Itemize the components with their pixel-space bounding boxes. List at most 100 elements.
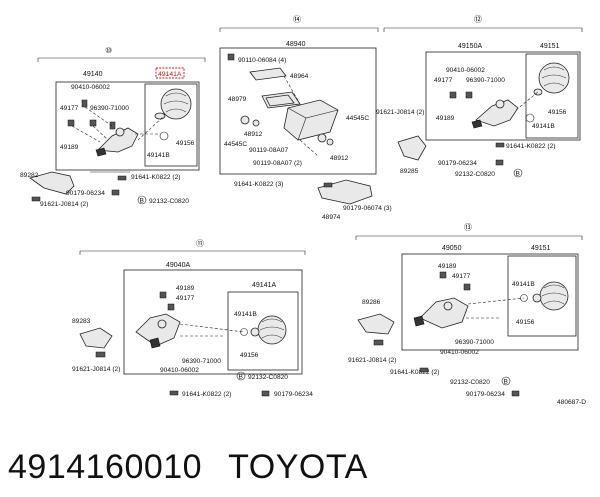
part-number-label: 89286 (362, 299, 381, 306)
group-10: ⑩ 49140 49141A 90410-06002 49177 96390-7… (20, 46, 206, 208)
part-number-label: 48964 (290, 73, 309, 80)
group-12-sub-part: 49151 (540, 43, 560, 50)
group-10-main-part: 49140 (83, 71, 103, 78)
part-number-label: 90410-06002 (446, 67, 485, 74)
group-13-bracket (357, 313, 395, 335)
group-12-bracket (397, 135, 427, 161)
part-number-label: 90410-06002 (160, 367, 199, 374)
group-12-number: ⑫ (474, 15, 482, 24)
group-14-number: ⑭ (293, 15, 301, 24)
part-number-label: 89282 (20, 172, 39, 179)
part-number-label: B (504, 379, 509, 386)
part-number-label: 96390-71000 (466, 77, 505, 84)
group-11-frame (123, 269, 303, 375)
part-number-label: 48979 (228, 96, 247, 103)
group-11-sub-part: 49141A (252, 282, 276, 289)
part-number-label: 91621-J0814 (2) (348, 357, 396, 364)
parts-diagram: ⑩ 49140 49141A 90410-06002 49177 96390-7… (20, 15, 586, 406)
brand-name: TOYOTA (228, 447, 368, 486)
group-13-frame (401, 253, 579, 351)
group-13-number: ⑬ (464, 223, 472, 232)
group-14-frame (219, 47, 377, 175)
group-13-main-part: 49050 (442, 245, 462, 252)
part-number-label: 49156 (176, 140, 195, 147)
part-number-label: 48974 (322, 214, 341, 221)
part-number-label: B (516, 171, 521, 178)
group-10-bracket (29, 171, 75, 195)
part-number-label: 49189 (176, 285, 195, 292)
part-number-label: 49156 (548, 109, 567, 116)
part-number: 4914160010 (8, 447, 203, 486)
group-11-bracket (79, 327, 113, 349)
part-number-label: 96390-71000 (90, 105, 129, 112)
part-number-label: 91641-K0822 (2) (131, 174, 181, 181)
part-number-label: 91641-K0822 (3) (234, 181, 284, 188)
part-number-label: 89283 (72, 318, 91, 325)
part-number-label: 92132-C0820 (455, 171, 495, 178)
group-10-frame (55, 81, 200, 171)
part-number-label: 92132-C0820 (450, 379, 490, 386)
part-number-label: 90119-08A07 (2) (253, 160, 302, 167)
part-number-label: B (140, 198, 145, 205)
group-12-main-part: 49150A (458, 43, 482, 50)
part-number-label: 49141B (234, 311, 257, 318)
group-11: ⑪ 49040A 49141A 49189 49177 49141B 49156… (72, 239, 313, 398)
part-number-label: 44545C (224, 141, 247, 148)
group-12: ⑫ 49150A 49151 90410-06002 49177 96390-7… (376, 15, 583, 178)
part-number-label: 49156 (240, 352, 259, 359)
part-number-label: 49141B (532, 123, 555, 130)
part-number-label: 48912 (330, 155, 349, 162)
part-number-label: 90410-06002 (440, 349, 479, 356)
part-number-label: 49189 (60, 144, 79, 151)
group-14: ⑭ 48940 90110-06084 (4) 48964 48979 4891… (219, 15, 392, 221)
part-number-label: 91641-K0822 (2) (182, 391, 232, 398)
part-number-label: 92132-C0820 (248, 374, 288, 381)
group-14-block (283, 99, 339, 141)
part-caption: 4914160010 TOYOTA (8, 444, 368, 490)
part-number-label: 49189 (438, 263, 457, 270)
group-12-accumulator-sphere (538, 62, 570, 94)
group-12-frame (425, 51, 581, 141)
part-number-label: 49177 (60, 105, 79, 112)
part-number-label: 49141B (147, 152, 170, 159)
part-number-label: 90410-06002 (71, 84, 110, 91)
group-10-number: ⑩ (105, 46, 112, 55)
group-14-cover (249, 67, 287, 81)
group-14-main-part: 48940 (286, 41, 306, 48)
group-11-callout-b (236, 371, 246, 381)
part-number-label: 49156 (516, 319, 535, 326)
part-number-label: 49189 (436, 115, 455, 122)
group-13-accumulator-sphere (539, 281, 569, 311)
part-number-label: 91621-J0814 (2) (376, 109, 424, 116)
group-10-accumulator-sphere (160, 88, 192, 120)
part-number-label: 90179-06234 (466, 391, 505, 398)
part-number-label: 49177 (452, 273, 471, 280)
part-number-label: 49177 (434, 77, 453, 84)
part-number-label: 90179-06234 (66, 190, 105, 197)
part-number-label: 48912 (244, 131, 263, 138)
group-11-number: ⑪ (196, 239, 204, 248)
part-number-label: 90179-06234 (438, 160, 477, 167)
part-number-label: 96390-71000 (455, 339, 494, 346)
group-10-callout-b (137, 195, 147, 205)
part-number-label: 49177 (176, 295, 195, 302)
group-13: ⑬ 49050 49151 49189 49177 49141B 96390-7… (348, 223, 583, 398)
part-number-label: 90179-06074 (3) (343, 205, 392, 212)
part-number-label: 96390-71000 (182, 358, 221, 365)
part-number-label: 91621-J0814 (2) (40, 201, 88, 208)
part-number-label: 91621-J0814 (2) (72, 366, 120, 373)
part-number-label: 91641-K0822 (2) (506, 143, 556, 150)
part-number-label: 89285 (400, 168, 419, 175)
part-number-label: B (239, 374, 244, 381)
part-number-label: 92132-C0820 (149, 198, 189, 205)
part-number-label: 90179-06234 (274, 391, 313, 398)
group-11-accumulator-sphere (257, 315, 287, 345)
part-number-label: 49141B (512, 281, 535, 288)
group-13-callout-b (501, 376, 511, 386)
group-10-highlighted-part: 49141A (158, 71, 182, 78)
group-13-sub-part: 49151 (531, 245, 551, 252)
part-number-label: 44545C (346, 115, 369, 122)
group-11-main-part: 49040A (166, 262, 190, 269)
drawing-code: 480687-D (557, 399, 586, 406)
part-number-label: 90110-06084 (4) (238, 57, 286, 64)
